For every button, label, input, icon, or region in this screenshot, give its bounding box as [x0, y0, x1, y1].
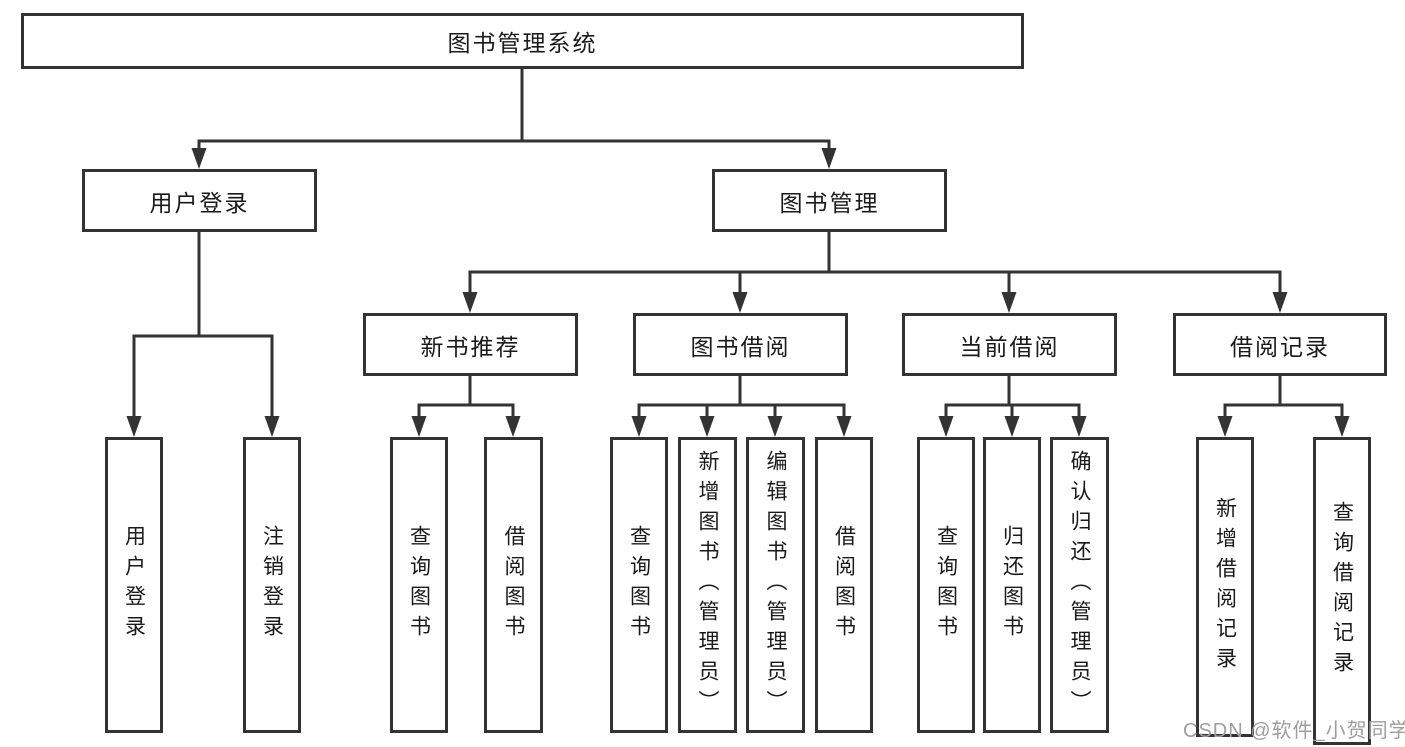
connector-user-login — [132, 232, 274, 418]
connector-borrow-records — [1223, 376, 1344, 418]
watermark-text: CSDN @软件_小贺同学 — [1183, 720, 1405, 742]
arrowheads-borrow-records — [1217, 416, 1350, 437]
arrowheads-user-login — [126, 416, 280, 437]
node-current-borrow-label: 当前借阅 — [959, 333, 1060, 360]
leaf-confirm-return-admin: 确认归还（管理员） — [1050, 437, 1109, 733]
node-borrow-records-label: 借阅记录 — [1230, 333, 1330, 360]
leaf-query-books-recommend-label: 查询图书 — [407, 525, 431, 645]
connector-book-management — [468, 232, 1282, 294]
leaf-confirm-return-admin-label: 确认归还（管理员） — [1068, 450, 1091, 720]
leaf-query-borrow-record: 查询借阅记录 — [1313, 437, 1371, 745]
leaf-edit-book-admin: 编辑图书（管理员） — [746, 437, 805, 733]
leaf-edit-book-admin-label: 编辑图书（管理员） — [764, 450, 787, 720]
leaf-query-books-current-label: 查询图书 — [934, 525, 958, 645]
node-book-management: 图书管理 — [712, 169, 947, 232]
node-book-borrow: 图书借阅 — [633, 313, 848, 376]
connector-root — [197, 69, 831, 150]
node-book-borrow-label: 图书借阅 — [690, 333, 791, 360]
node-root: 图书管理系统 — [21, 13, 1024, 69]
node-book-management-label: 图书管理 — [779, 189, 880, 216]
leaf-borrow-books-label: 借阅图书 — [832, 525, 856, 645]
node-borrow-records: 借阅记录 — [1173, 313, 1387, 376]
leaf-borrow-books-recommend-label: 借阅图书 — [502, 525, 525, 645]
node-current-borrow: 当前借阅 — [902, 313, 1117, 376]
leaf-query-borrow-record-label: 查询借阅记录 — [1330, 501, 1354, 681]
connector-new-book — [417, 376, 515, 418]
leaf-return-book-label: 归还图书 — [1000, 525, 1024, 645]
node-root-label: 图书管理系统 — [447, 30, 598, 56]
arrowheads-new-book — [411, 416, 521, 437]
arrowheads-root — [191, 148, 837, 169]
leaf-borrow-books: 借阅图书 — [815, 437, 873, 733]
node-user-login-label: 用户登录 — [149, 189, 250, 216]
arrowheads-book-management — [462, 292, 1288, 313]
leaf-user-login: 用户登录 — [105, 437, 163, 733]
arrowheads-current-borrow — [938, 416, 1087, 437]
leaf-query-books-borrow: 查询图书 — [610, 437, 668, 733]
leaf-logout-label: 注销登录 — [260, 525, 284, 645]
leaf-return-book: 归还图书 — [983, 437, 1041, 733]
node-new-book-recommend-label: 新书推荐 — [420, 333, 521, 360]
connector-book-borrow — [637, 376, 846, 418]
leaf-add-borrow-record: 新增借阅记录 — [1196, 437, 1254, 737]
leaf-logout: 注销登录 — [243, 437, 301, 733]
leaf-add-book-admin-label: 新增图书（管理员） — [696, 450, 719, 720]
arrowheads-book-borrow — [631, 416, 852, 437]
leaf-query-books-recommend: 查询图书 — [390, 437, 448, 733]
node-new-book-recommend: 新书推荐 — [363, 313, 578, 376]
node-user-login: 用户登录 — [82, 169, 317, 232]
connector-current-borrow — [944, 376, 1081, 418]
leaf-borrow-books-recommend: 借阅图书 — [484, 437, 543, 733]
leaf-query-books-borrow-label: 查询图书 — [627, 525, 651, 645]
leaf-add-borrow-record-label: 新增借阅记录 — [1213, 497, 1237, 677]
leaf-user-login-label: 用户登录 — [122, 525, 146, 645]
leaf-query-books-current: 查询图书 — [917, 437, 975, 733]
leaf-add-book-admin: 新增图书（管理员） — [678, 437, 737, 733]
